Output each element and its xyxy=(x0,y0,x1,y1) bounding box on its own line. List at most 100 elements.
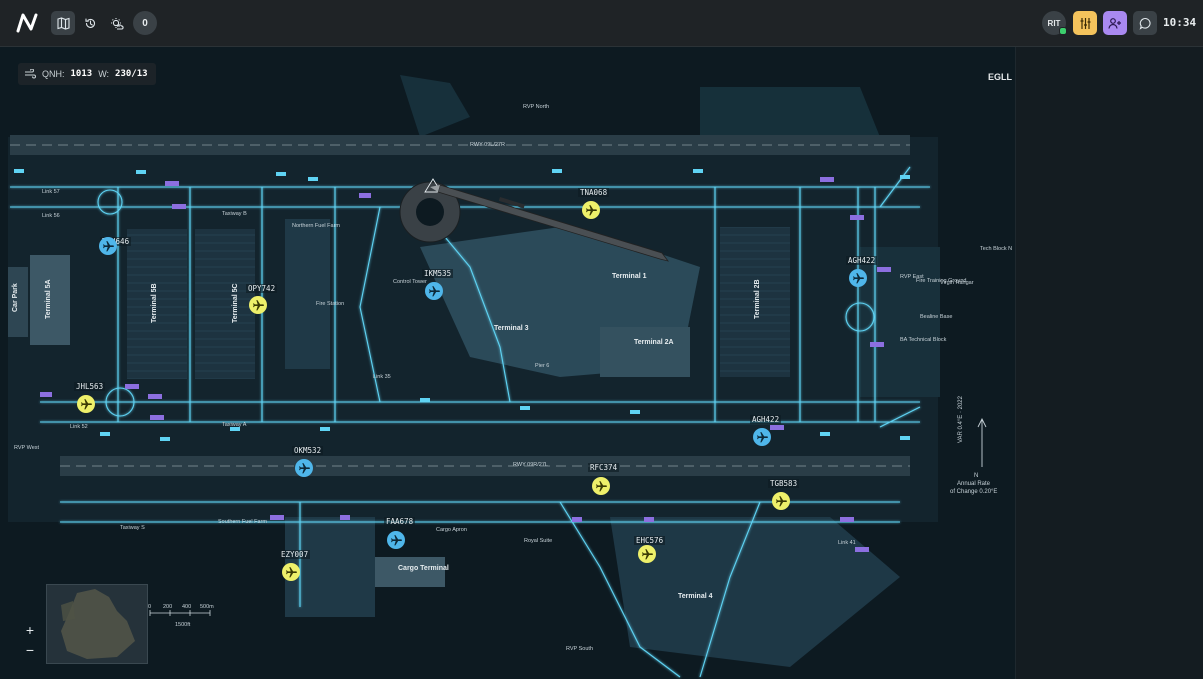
scale-200: 200 xyxy=(163,604,173,610)
overview-minimap[interactable] xyxy=(46,584,148,664)
airport-icao: EGLL xyxy=(988,72,1012,82)
map-icon xyxy=(56,16,70,30)
aircraft-callsign[interactable]: AGH422 xyxy=(846,256,878,265)
label-link-41: Link 41 xyxy=(838,540,856,546)
label-fire-station: Fire Station xyxy=(316,301,345,307)
stylus-pen xyxy=(430,184,669,262)
aircraft-callsign[interactable]: TGB583 xyxy=(768,479,800,488)
north-label: N xyxy=(974,473,979,479)
zoom-out-button[interactable]: − xyxy=(25,642,35,658)
app-logo[interactable] xyxy=(14,9,42,37)
label-link-57: Link 57 xyxy=(42,189,60,195)
qnh-value: 1013 xyxy=(70,69,93,79)
aircraft-callsign[interactable]: FAA678 xyxy=(384,517,416,526)
label-link-52: Link 52 xyxy=(70,424,88,430)
annual-rate-value: of Change 0.20°E xyxy=(950,489,998,495)
label-tech-block: Tech Block N xyxy=(980,246,1013,252)
airplane-icon xyxy=(595,480,607,491)
stand-markers xyxy=(14,169,910,441)
airplane-icon xyxy=(428,285,440,296)
airport-layout xyxy=(8,75,987,678)
zoom-in-button[interactable]: + xyxy=(25,622,35,638)
notification-count-badge[interactable]: 0 xyxy=(133,11,157,35)
airplane-icon xyxy=(585,204,597,215)
wind-value: 230/13 xyxy=(115,69,148,79)
scale-500m: 500m xyxy=(200,604,214,610)
chat-button[interactable] xyxy=(1133,11,1157,35)
online-status-dot xyxy=(1059,27,1067,35)
aircraft-marker[interactable] xyxy=(99,237,117,255)
airport-map[interactable]: QNH: 1013 W: 230/13 EGLL RVP North RWY 0… xyxy=(0,47,1015,679)
label-taxiway-b: Taxiway B xyxy=(222,211,247,217)
weather-chip[interactable]: QNH: 1013 W: 230/13 xyxy=(18,63,156,85)
wind-icon xyxy=(25,69,36,79)
history-icon xyxy=(84,17,95,28)
scale-0: 0 xyxy=(148,604,152,610)
user-initials: RIT xyxy=(1047,18,1061,28)
aircraft-marker[interactable] xyxy=(387,531,405,549)
label-royal-suite: Royal Suite xyxy=(524,538,553,544)
aircraft-marker[interactable] xyxy=(592,477,610,495)
aircraft-callsign[interactable]: EHC576 xyxy=(634,536,666,545)
label-runway-south: RWY 09R/27L xyxy=(513,462,548,468)
label-control-tower: Control Tower xyxy=(393,279,427,285)
aircraft-marker[interactable] xyxy=(295,459,313,477)
aircraft-callsign[interactable]: IKM535 xyxy=(422,269,454,278)
aircraft-callsign[interactable]: OKM532 xyxy=(292,446,324,455)
annual-rate-label: Annual Rate xyxy=(957,481,991,487)
label-cargo-apron: Cargo Apron xyxy=(436,527,467,533)
aircraft-marker[interactable] xyxy=(849,269,867,287)
label-cargo-terminal: Cargo Terminal xyxy=(398,565,449,572)
label-taxiway-s: Taxiway S xyxy=(120,525,145,531)
airplane-icon xyxy=(775,495,787,506)
aircraft-callsign[interactable]: RFC374 xyxy=(588,463,620,472)
map-view-button[interactable] xyxy=(51,11,75,35)
aircraft-marker[interactable] xyxy=(77,395,95,413)
aircraft-callsign[interactable]: TNA068 xyxy=(578,188,610,197)
label-runway-north: RWY 09L/27R xyxy=(470,142,505,148)
airplane-icon xyxy=(80,398,92,409)
label-terminal-5a: Terminal 5A xyxy=(45,279,52,319)
user-avatar[interactable]: RIT xyxy=(1042,11,1067,35)
label-terminal-2a: Terminal 2A xyxy=(634,339,674,346)
aircraft-marker[interactable] xyxy=(772,492,790,510)
label-ba-technical: BA Technical Block xyxy=(900,337,947,343)
airplane-icon xyxy=(641,548,653,559)
label-fire-training: Fire Training Ground xyxy=(916,278,967,284)
aircraft-marker[interactable] xyxy=(249,296,267,314)
top-toolbar: 0 RIT 10:34 xyxy=(0,0,1203,47)
aircraft-callsign[interactable]: EZY007 xyxy=(279,550,311,559)
airplane-icon xyxy=(285,566,297,577)
aircraft-marker[interactable] xyxy=(753,428,771,446)
aircraft-marker[interactable] xyxy=(582,201,600,219)
aircraft-callsign[interactable]: OPY742 xyxy=(246,284,278,293)
aircraft-callsign[interactable]: JHL563 xyxy=(74,382,106,391)
label-rvp-east: RVP East xyxy=(900,274,924,280)
aircraft-callsign[interactable]: AGH422 xyxy=(750,415,782,424)
sun-cloud-icon xyxy=(111,17,124,30)
minimap-landmass xyxy=(61,589,135,659)
add-user-button[interactable] xyxy=(1103,11,1127,35)
label-pier-6: Pier 6 xyxy=(535,363,550,369)
stands-button[interactable] xyxy=(1073,11,1097,35)
airplane-icon xyxy=(390,534,402,545)
airplane-icon xyxy=(298,462,310,473)
aircraft-marker[interactable] xyxy=(425,282,443,300)
label-terminal-5b: Terminal 5B xyxy=(151,283,158,323)
weather-button[interactable] xyxy=(105,11,129,35)
label-link-35: Link 35 xyxy=(373,374,391,380)
label-rvp-south: RVP South xyxy=(566,646,594,652)
stands-icon xyxy=(1080,17,1090,29)
wind-label: W: xyxy=(98,69,110,79)
chat-icon xyxy=(1139,17,1151,30)
aircraft-marker[interactable] xyxy=(638,545,656,563)
aircraft-marker[interactable] xyxy=(282,563,300,581)
label-taxiway-a: Taxiway A xyxy=(222,422,247,428)
scale-400: 400 xyxy=(182,604,192,610)
drawing-tool-wheel[interactable] xyxy=(399,178,461,243)
label-beehive-base: Bealine Base xyxy=(920,314,953,320)
label-terminal-5c: Terminal 5C xyxy=(232,283,239,323)
history-button[interactable] xyxy=(78,11,102,35)
label-virgin-hangar: Virgin Hangar xyxy=(940,280,974,286)
label-link-56: Link 56 xyxy=(42,213,60,219)
